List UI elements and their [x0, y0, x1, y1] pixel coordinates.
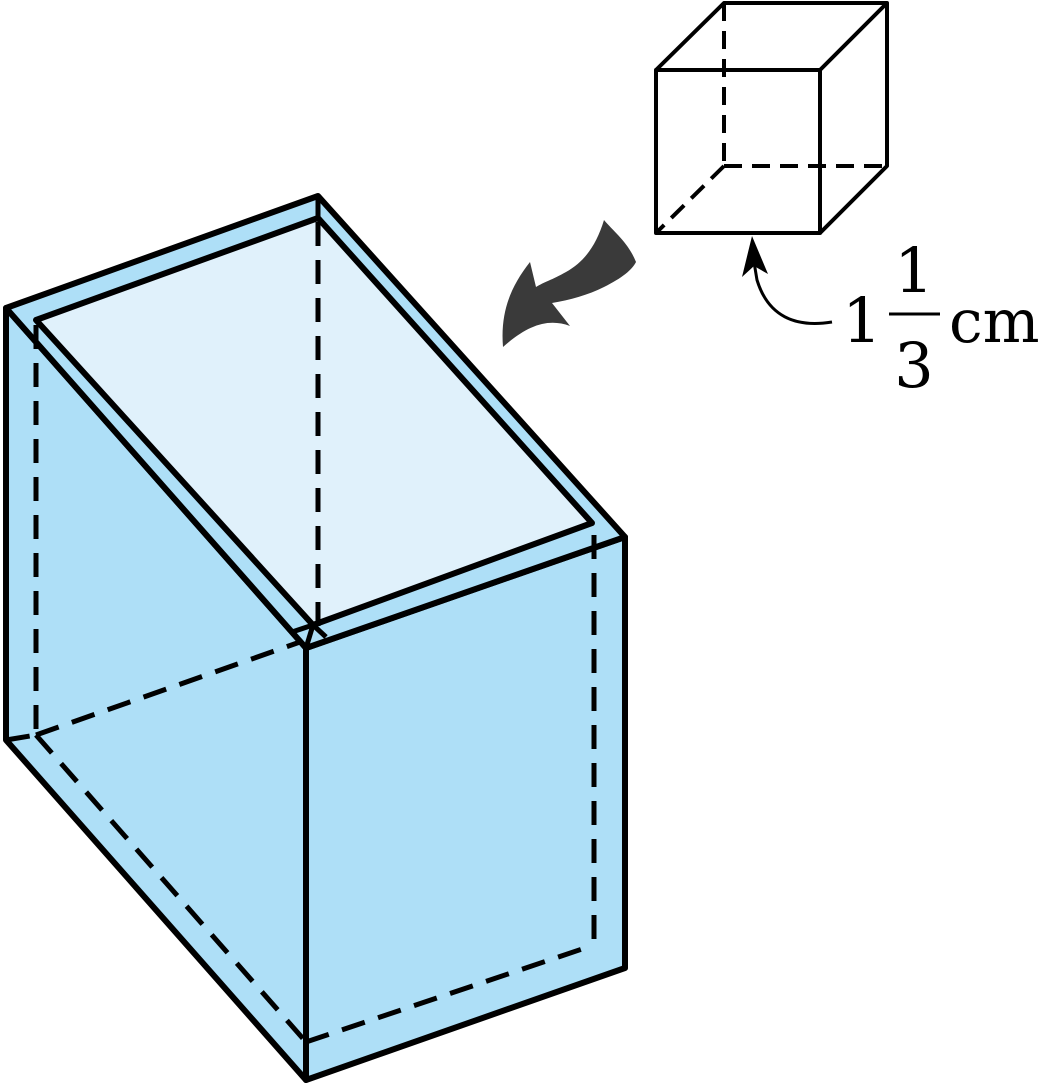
label-denominator: 3: [894, 329, 933, 402]
rim-edge: [303, 624, 316, 649]
container-prism: [3, 193, 628, 1083]
hidden-edge-bottom-right: [305, 942, 595, 1045]
label-numerator: 1: [894, 234, 933, 307]
cube-front-face: [654, 68, 822, 235]
dimension-label: 1 1 3 cm: [842, 234, 1039, 402]
hidden-edges: [5, 222, 597, 1045]
dimension-leader: [742, 236, 833, 325]
small-cube: [654, 1, 889, 235]
hidden-edge-outer-back: [5, 732, 37, 743]
container-opening: [33, 215, 595, 628]
leader-line: [752, 261, 833, 325]
leader-arrowhead-icon: [742, 236, 768, 277]
hidden-edge-bottom-back: [35, 639, 301, 738]
cube-top-edges: [654, 1, 889, 72]
cube-hidden-edges: [654, 3, 887, 235]
rim-edge: [311, 623, 328, 639]
rim-edge: [291, 622, 314, 635]
hidden-edge-bottom-left: [34, 733, 308, 1044]
label-whole: 1: [842, 284, 881, 357]
label-unit: cm: [949, 287, 1040, 357]
curved-arrow-icon: [502, 220, 636, 347]
cube-right-edges: [818, 3, 889, 235]
